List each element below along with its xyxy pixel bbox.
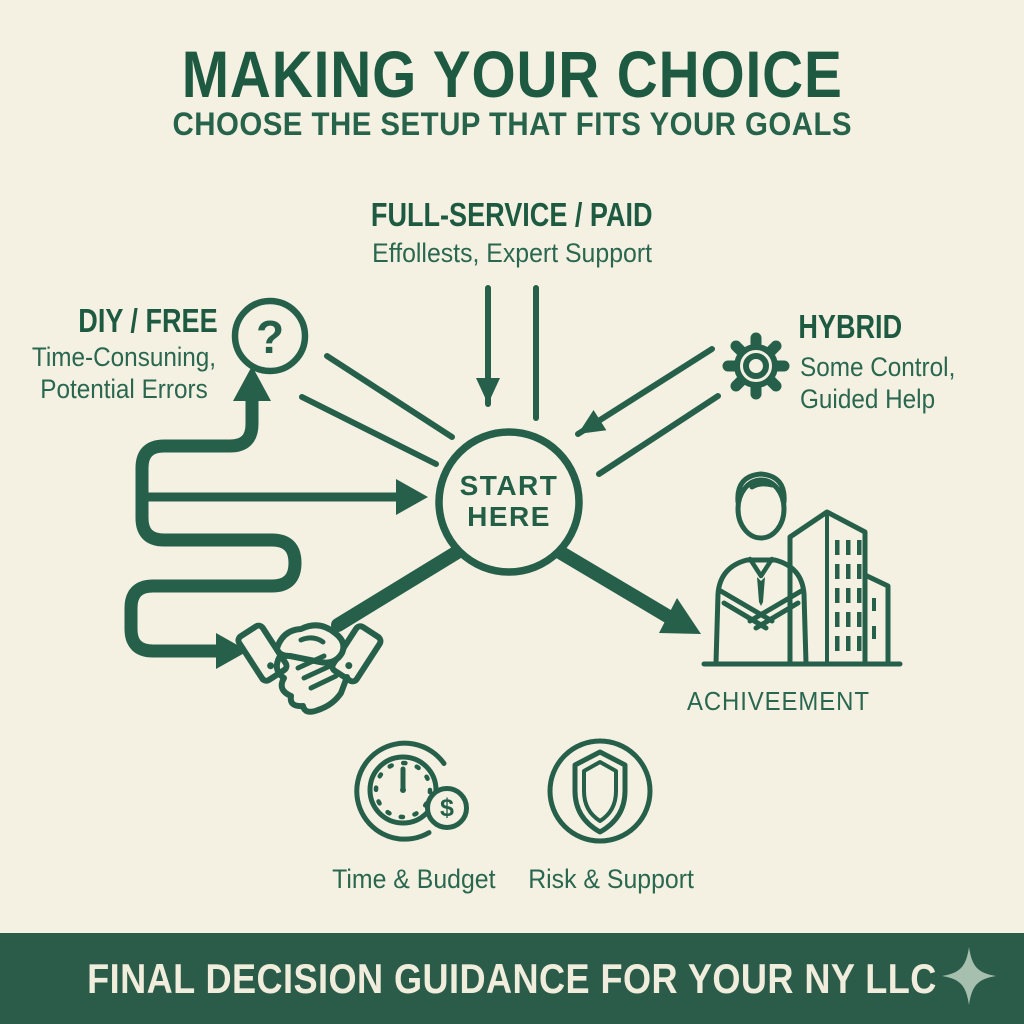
start-here-line2: HERE — [467, 501, 551, 532]
building-icon — [701, 509, 903, 667]
question-mark-icon — [231, 297, 309, 375]
dollar-badge-icon — [425, 786, 469, 830]
hybrid-to-center-arrows — [575, 346, 721, 477]
option-desc-hybrid-line1: Some Control, — [800, 352, 956, 382]
option-desc-diy-line2: Potential Errors — [40, 374, 208, 404]
handshake-arrowhead — [216, 633, 248, 669]
achievement-label: ACHIVEEMENT — [686, 686, 870, 716]
page-subtitle: CHOOSE THE SETUP THAT FITS YOUR GOALS — [172, 106, 852, 142]
option-desc-diy-line1: Time-Consuning, — [31, 342, 217, 372]
footer-text: FINAL DECISION GUIDANCE FOR YOUR NY LLC — [87, 954, 937, 1002]
center-to-handshake-line — [331, 544, 466, 632]
page-title: MAKING YOUR CHOICE — [181, 37, 843, 111]
building-windows — [835, 540, 862, 651]
businessperson-icon — [713, 471, 809, 666]
diy-winding-path-arrow — [124, 366, 302, 669]
question-glyph: ? — [255, 311, 285, 363]
gear-icon — [722, 332, 790, 400]
option-title-full-service: FULL-SERVICE / PAID — [371, 196, 653, 233]
option-subtitle-full-service: Effollests, Expert Support — [372, 238, 652, 268]
option-desc-hybrid: Some Control, Guided Help — [800, 351, 973, 415]
factor-label-risk-support: Risk & Support — [528, 864, 694, 894]
shield-icon — [547, 738, 653, 844]
sparkle-icon — [942, 947, 996, 1005]
handshake-icon — [235, 622, 384, 715]
start-here-label: START HERE — [409, 470, 609, 532]
diy-to-center-lines — [299, 353, 455, 467]
factor-label-time-budget: Time & Budget — [332, 864, 496, 894]
fullservice-to-center-arrows — [476, 285, 539, 421]
center-to-achievement-arrow — [551, 544, 701, 634]
option-title-diy: DIY / FREE — [78, 302, 218, 339]
clock-dollar-icon — [354, 740, 469, 842]
option-desc-hybrid-line2: Guided Help — [800, 384, 936, 414]
dollar-glyph: $ — [440, 794, 454, 822]
option-title-hybrid: HYBRID — [798, 308, 902, 345]
start-here-circle — [435, 428, 583, 576]
horizontal-arrow-to-center — [138, 479, 428, 515]
option-desc-diy: Time-Consuning, Potential Errors — [0, 341, 248, 405]
start-here-line1: START — [459, 470, 559, 501]
footer-banner: FINAL DECISION GUIDANCE FOR YOUR NY LLC — [0, 933, 1024, 1024]
up-arrowhead — [233, 366, 271, 401]
